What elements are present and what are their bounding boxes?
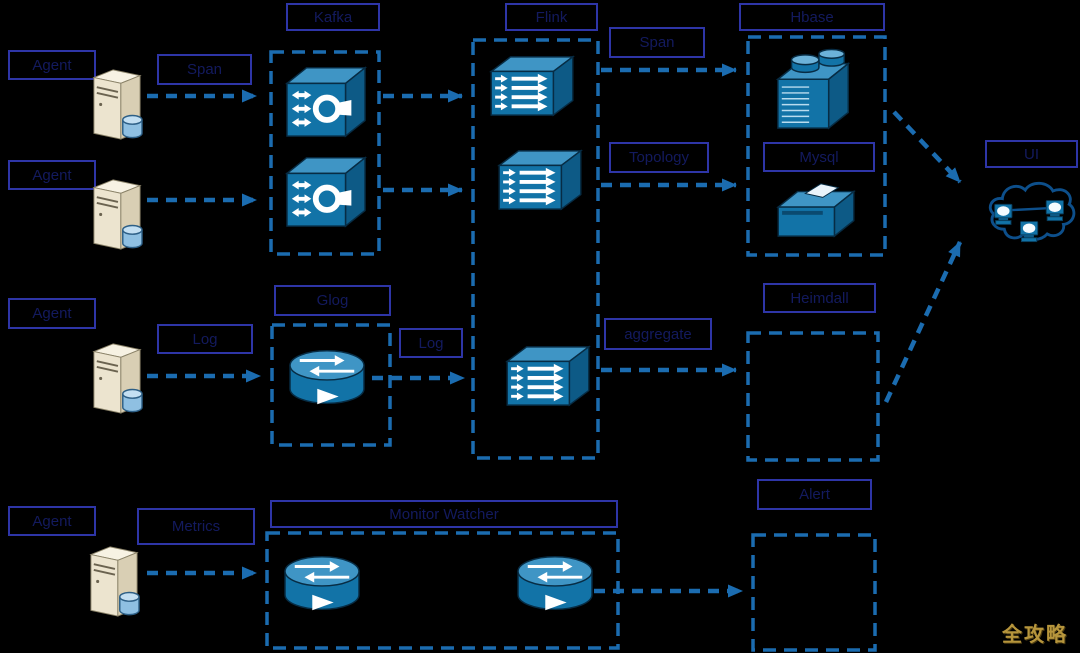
arrow-storage-ui — [892, 110, 962, 184]
alert-label: Alert — [757, 479, 872, 510]
hbase-storage-icon — [770, 48, 860, 132]
agent-label-4: Agent — [8, 506, 96, 536]
metrics-flow-label: Metrics — [137, 508, 255, 545]
hbase-label: Hbase — [739, 3, 885, 31]
ui-label: UI — [985, 140, 1078, 168]
monitor-watcher-label: Monitor Watcher — [270, 500, 618, 528]
agent-label-2: Agent — [8, 160, 96, 190]
agent-label-3: Agent — [8, 298, 96, 329]
kafka-broker-icon — [281, 150, 371, 230]
server-icon — [88, 176, 146, 251]
heimdall-label: Heimdall — [763, 283, 876, 313]
flink-node-icon — [495, 146, 585, 212]
storage-cluster-box — [746, 35, 887, 257]
aggregate-flow-label: aggregate — [604, 318, 712, 350]
mysql-db-icon — [772, 178, 860, 240]
glog-label: Glog — [274, 285, 391, 316]
alert-cluster-box — [751, 533, 877, 652]
kafka-broker-icon — [281, 60, 371, 140]
cloud-clients-icon — [982, 170, 1080, 254]
server-icon — [85, 543, 143, 618]
log-flow-label-2: Log — [399, 328, 463, 358]
flink-node-icon — [503, 342, 593, 408]
mysql-label: Mysql — [763, 142, 875, 172]
span-flow-label-2: Span — [609, 27, 705, 58]
watermark-text: 全攻略 — [1002, 624, 1068, 646]
log-flow-label-1: Log — [157, 324, 253, 354]
flink-node-icon — [487, 52, 577, 118]
server-icon — [88, 340, 146, 415]
glog-router-icon — [286, 342, 368, 414]
server-icon — [88, 66, 146, 141]
topology-flow-label: Topology — [609, 142, 709, 173]
span-flow-label: Span — [157, 54, 252, 85]
kafka-cluster-label: Kafka — [286, 3, 380, 31]
watcher-router-icon — [514, 548, 596, 620]
agent-label-1: Agent — [8, 50, 96, 80]
heimdall-cluster-box — [746, 331, 880, 462]
glog-cluster-box — [270, 323, 392, 447]
flink-cluster-label: Flink — [505, 3, 598, 31]
arrow-heimdall-ui — [883, 241, 963, 403]
kafka-cluster-box — [269, 50, 381, 256]
watcher-router-icon — [281, 548, 363, 620]
